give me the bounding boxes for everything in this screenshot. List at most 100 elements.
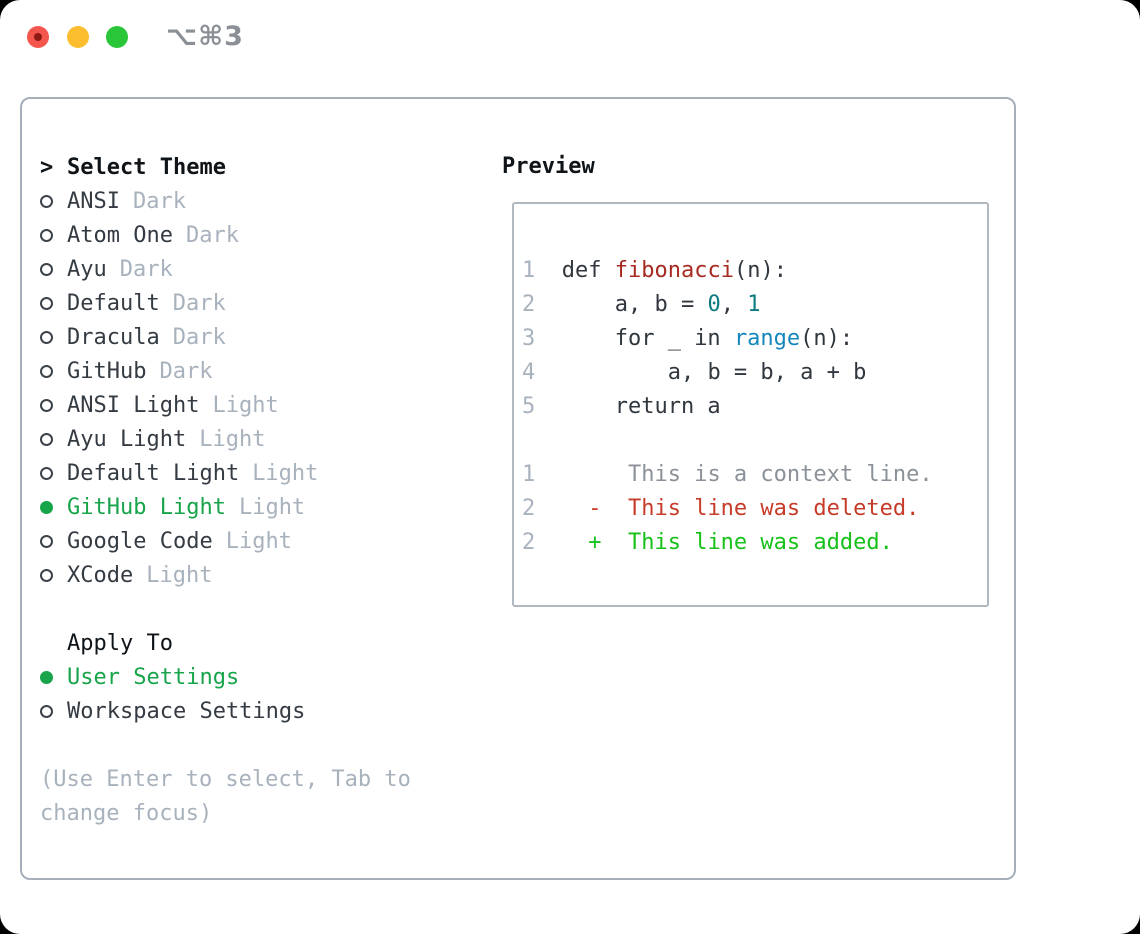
close-button-dot-icon bbox=[34, 33, 42, 41]
radio-circle-icon bbox=[40, 364, 53, 378]
radio-icon bbox=[40, 330, 67, 344]
radio-icon bbox=[40, 466, 67, 480]
radio-selected-icon bbox=[40, 670, 67, 684]
code-token-code: , bbox=[720, 292, 748, 317]
radio-circle-icon bbox=[40, 330, 53, 344]
zoom-button[interactable] bbox=[106, 26, 128, 48]
radio-circle-icon bbox=[40, 466, 53, 480]
option-variant-label: Light bbox=[199, 426, 266, 452]
option-label: Google Code bbox=[67, 528, 213, 554]
help-text-line-2: change focus) bbox=[40, 800, 213, 826]
radio-icon bbox=[40, 534, 67, 548]
option-label: XCode bbox=[67, 562, 134, 588]
code-line: 1 This is a context line. bbox=[522, 458, 987, 492]
radio-circle-icon bbox=[40, 194, 53, 208]
radio-icon bbox=[40, 194, 67, 208]
radio-circle-icon bbox=[40, 534, 53, 548]
preview-title: Preview bbox=[502, 154, 595, 179]
option-variant-label: Dark bbox=[119, 256, 173, 282]
code-token-code: return a bbox=[614, 394, 721, 419]
code-line: 2 + This line was added. bbox=[522, 526, 987, 560]
option-variant-label: Light bbox=[225, 528, 292, 554]
option-label: User Settings bbox=[67, 664, 240, 690]
code-token-num: 0 bbox=[707, 292, 721, 317]
option-variant-label: Dark bbox=[172, 324, 226, 350]
code-line: 1 def fibonacci(n): bbox=[522, 254, 987, 288]
code-token-func: fibonacci bbox=[614, 258, 734, 283]
option-variant-label: Dark bbox=[172, 290, 226, 316]
option-label: Atom One bbox=[67, 222, 173, 248]
code-token-del: - This line was deleted. bbox=[588, 496, 920, 521]
radio-icon bbox=[40, 228, 67, 242]
theme-list-header: > Select Theme bbox=[40, 150, 490, 184]
code-token-ln: 5 bbox=[522, 394, 615, 419]
code-token-add: + This line was added. bbox=[588, 530, 893, 555]
option-variant-label: Dark bbox=[132, 188, 186, 214]
radio-circle-icon bbox=[40, 296, 53, 310]
radio-circle-icon bbox=[40, 568, 53, 582]
option-variant-label: Light bbox=[212, 392, 279, 418]
theme-list-title: Select Theme bbox=[67, 154, 226, 180]
option-label: GitHub Light bbox=[67, 494, 226, 520]
apply-to-header-row: Apply To bbox=[40, 626, 490, 660]
code-token-ln: 2 bbox=[522, 496, 589, 521]
minimize-button[interactable] bbox=[67, 26, 89, 48]
theme-option-row[interactable]: Atom One Dark bbox=[40, 218, 490, 252]
option-variant-label: Light bbox=[146, 562, 213, 588]
radio-icon bbox=[40, 568, 67, 582]
code-token-num: 1 bbox=[747, 292, 761, 317]
apply-option-row[interactable]: Workspace Settings bbox=[40, 694, 490, 728]
close-button[interactable] bbox=[27, 26, 49, 48]
radio-icon bbox=[40, 398, 67, 412]
radio-icon bbox=[40, 262, 67, 276]
code-token-code: for _ in bbox=[614, 326, 734, 351]
option-variant-label: Dark bbox=[185, 222, 239, 248]
theme-option-row[interactable]: Ayu Dark bbox=[40, 252, 490, 286]
radio-icon bbox=[40, 704, 67, 718]
code-token-code: def bbox=[561, 258, 615, 283]
radio-selected-icon bbox=[40, 500, 67, 514]
theme-option-row[interactable]: Google Code Light bbox=[40, 524, 490, 558]
code-token-code: (n): bbox=[800, 326, 854, 351]
window-title: ⌥⌘3 bbox=[166, 21, 244, 52]
code-token-code: a, b = bbox=[614, 292, 708, 317]
radio-circle-icon bbox=[40, 704, 53, 718]
code-line: 4 a, b = b, a + b bbox=[522, 356, 987, 390]
apply-to-title: Apply To bbox=[67, 630, 173, 656]
option-label: ANSI bbox=[67, 188, 120, 214]
titlebar: ⌥⌘3 bbox=[0, 0, 1140, 74]
option-variant-label: Light bbox=[252, 460, 319, 486]
option-label: Default bbox=[67, 290, 160, 316]
code-token-ln: 4 bbox=[522, 360, 668, 385]
apply-option-row[interactable]: User Settings bbox=[40, 660, 490, 694]
code-line: 5 return a bbox=[522, 390, 987, 424]
option-label: Ayu bbox=[67, 256, 107, 282]
theme-option-row[interactable]: ANSI Dark bbox=[40, 184, 490, 218]
radio-icon bbox=[40, 364, 67, 378]
radio-circle-icon bbox=[40, 262, 53, 276]
radio-circle-icon bbox=[40, 228, 53, 242]
code-line: 3 for _ in range(n): bbox=[522, 322, 987, 356]
code-token-builtin: range bbox=[733, 326, 801, 351]
selection-prompt-icon: > bbox=[40, 154, 54, 180]
option-label: Dracula bbox=[67, 324, 160, 350]
theme-option-row[interactable]: XCode Light bbox=[40, 558, 490, 592]
help-text: (Use Enter to select, Tab to change focu… bbox=[40, 762, 490, 830]
code-token-code: a, b = b, a + b bbox=[667, 360, 867, 385]
option-label: Workspace Settings bbox=[67, 698, 306, 724]
code-token-code: (n): bbox=[733, 258, 787, 283]
radio-circle-icon bbox=[40, 432, 53, 446]
radio-circle-icon bbox=[40, 500, 53, 514]
theme-option-row[interactable]: Dracula Dark bbox=[40, 320, 490, 354]
code-line: 2 a, b = 0, 1 bbox=[522, 288, 987, 322]
theme-option-row[interactable]: Default Dark bbox=[40, 286, 490, 320]
